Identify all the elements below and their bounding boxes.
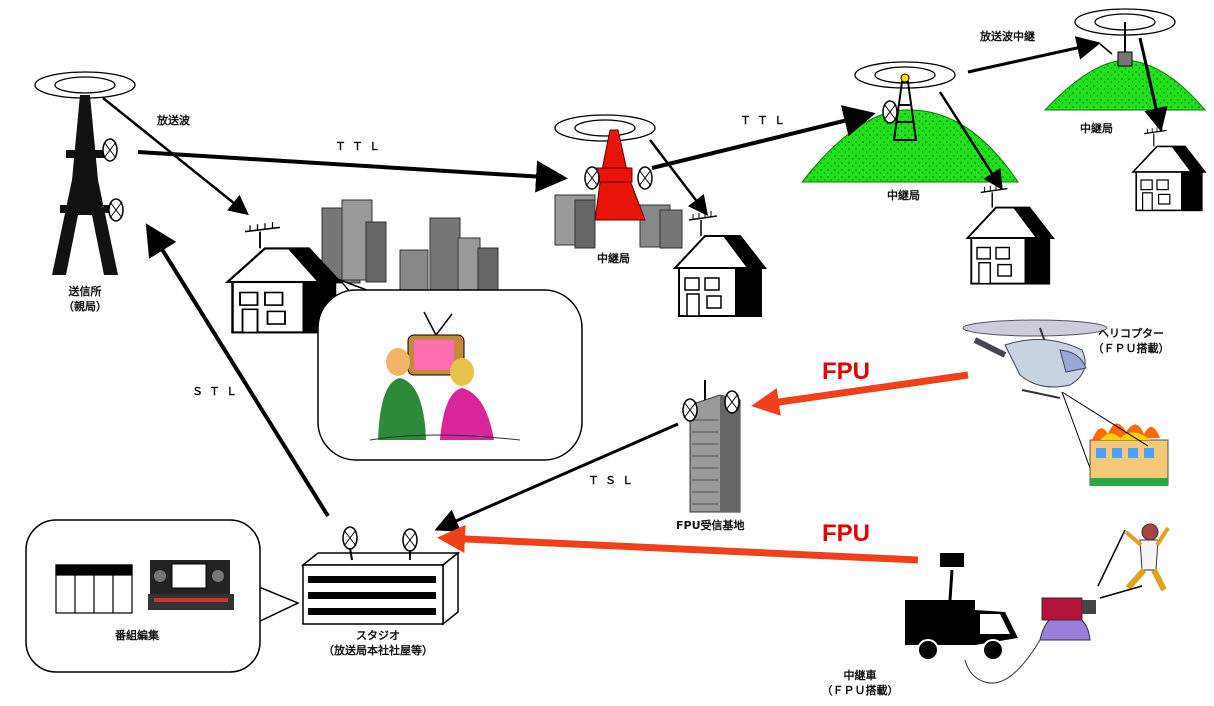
house-icon xyxy=(674,210,766,317)
relay-vehicle-label-sub: （ＦＰＵ搭載） xyxy=(821,684,899,697)
ttl-label-2: ＴＴＬ xyxy=(740,114,791,127)
relay-station-label-3: 中継局 xyxy=(1080,122,1113,135)
fpu-receiving-base-building-icon xyxy=(682,380,741,513)
ttl-link-arrow-1 xyxy=(137,150,568,193)
helicopter-to-fire-line xyxy=(1061,391,1149,469)
stl-link-arrow xyxy=(145,223,330,518)
broadcast-relay-label: 放送波中継 xyxy=(980,30,1035,43)
relay-vehicle-label-main: 中継車 xyxy=(843,669,877,682)
helicopter-icon xyxy=(962,319,1108,399)
program-editing-label: 番組編集 xyxy=(115,629,159,642)
fpu-base-label: FPU受信基地 xyxy=(676,519,745,532)
fpu-label-vehicle: FPU xyxy=(822,520,870,547)
studio-building-icon xyxy=(300,526,461,626)
studio-label-main: スタジオ xyxy=(356,629,400,642)
broadcast-wave-label: 放送波 xyxy=(157,114,190,127)
football-player-icon xyxy=(1124,523,1170,592)
studio-label: スタジオ （放送局本社社屋等） xyxy=(310,628,446,658)
program-editing-bubble xyxy=(25,519,300,673)
broadcast-wave-arrow-to-house-3 xyxy=(938,91,1003,191)
fpu-label-helicopter: FPU xyxy=(822,358,870,385)
broadcast-wave-arrow-to-house-1 xyxy=(102,97,249,216)
relay-vehicle-label: 中継車 （ＦＰＵ搭載） xyxy=(808,668,912,698)
stl-label: ＳＴＬ xyxy=(192,385,243,398)
relay-station-tower-icon xyxy=(554,114,683,249)
camera-to-player-line xyxy=(1097,529,1143,599)
broadcast-wave-arrow-to-house-2 xyxy=(649,139,709,216)
transmitter-label: 送信所 （親局） xyxy=(54,284,116,314)
relay-station-label-1: 中継局 xyxy=(597,252,630,265)
cameraman-icon xyxy=(964,597,1096,684)
transmitter-label-main: 送信所 xyxy=(68,285,102,298)
house-icon xyxy=(1132,125,1206,212)
fpu-link-arrow-vehicle xyxy=(437,524,919,564)
tsl-label: ＴＳＬ xyxy=(588,474,639,487)
relay-station-small-hill-icon xyxy=(1043,8,1207,111)
tsl-link-arrow xyxy=(434,422,679,532)
helicopter-label: ヘリコプター （ＦＰＵ搭載） xyxy=(1083,326,1179,356)
broadcast-wave-arrow-to-house-4 xyxy=(1138,37,1168,132)
relay-vehicle-icon xyxy=(905,553,1018,661)
relay-station-label-2: 中継局 xyxy=(887,189,920,202)
transmitter-tower-icon xyxy=(34,71,136,275)
ttl-label-1: ＴＴＬ xyxy=(335,140,386,153)
broadcast-relay-arrow xyxy=(967,36,1101,74)
studio-label-sub: （放送局本社社屋等） xyxy=(323,644,433,657)
helicopter-label-main: ヘリコプター xyxy=(1098,327,1164,340)
burning-building-icon xyxy=(1089,423,1169,486)
city-buildings-icon xyxy=(321,199,499,291)
helicopter-label-sub: （ＦＰＵ搭載） xyxy=(1092,342,1170,355)
transmitter-label-sub: （親局） xyxy=(63,300,107,313)
house-icon xyxy=(966,182,1054,285)
tv-viewing-bubble xyxy=(317,278,583,461)
fpu-link-arrow-helicopter xyxy=(751,371,969,416)
ttl-link-arrow-2 xyxy=(651,105,876,170)
